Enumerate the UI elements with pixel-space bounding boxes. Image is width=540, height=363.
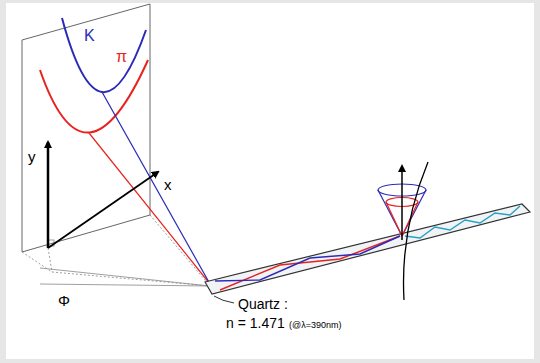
axis-label: y bbox=[28, 148, 36, 165]
momentum-arrow bbox=[401, 166, 403, 240]
cyan-zigzag bbox=[405, 206, 520, 238]
y-axis bbox=[47, 142, 50, 248]
pion-label: π bbox=[116, 48, 127, 66]
kaon-ring-image bbox=[62, 18, 146, 92]
wavelength-note: (@λ=390nm) bbox=[289, 320, 341, 330]
pion-ring-image bbox=[40, 60, 148, 133]
kaon-zigzag bbox=[215, 236, 400, 281]
quartz-bar bbox=[205, 204, 530, 294]
kaon-label: K bbox=[84, 27, 95, 45]
angle-label: Φ bbox=[58, 292, 70, 309]
x-axis bbox=[48, 172, 158, 248]
refractive-index: n = 1.471 bbox=[226, 315, 285, 331]
particle-track bbox=[404, 162, 429, 300]
projection-lines bbox=[22, 215, 210, 286]
leader-line bbox=[214, 296, 234, 303]
kaon-photon-line bbox=[102, 92, 210, 284]
pion-photon-line bbox=[89, 133, 210, 284]
material-label: Quartz : bbox=[238, 296, 288, 312]
axis-label: x bbox=[164, 176, 172, 193]
pion-zigzag bbox=[220, 236, 400, 290]
detector-plane bbox=[22, 4, 150, 252]
panel bbox=[6, 3, 534, 359]
